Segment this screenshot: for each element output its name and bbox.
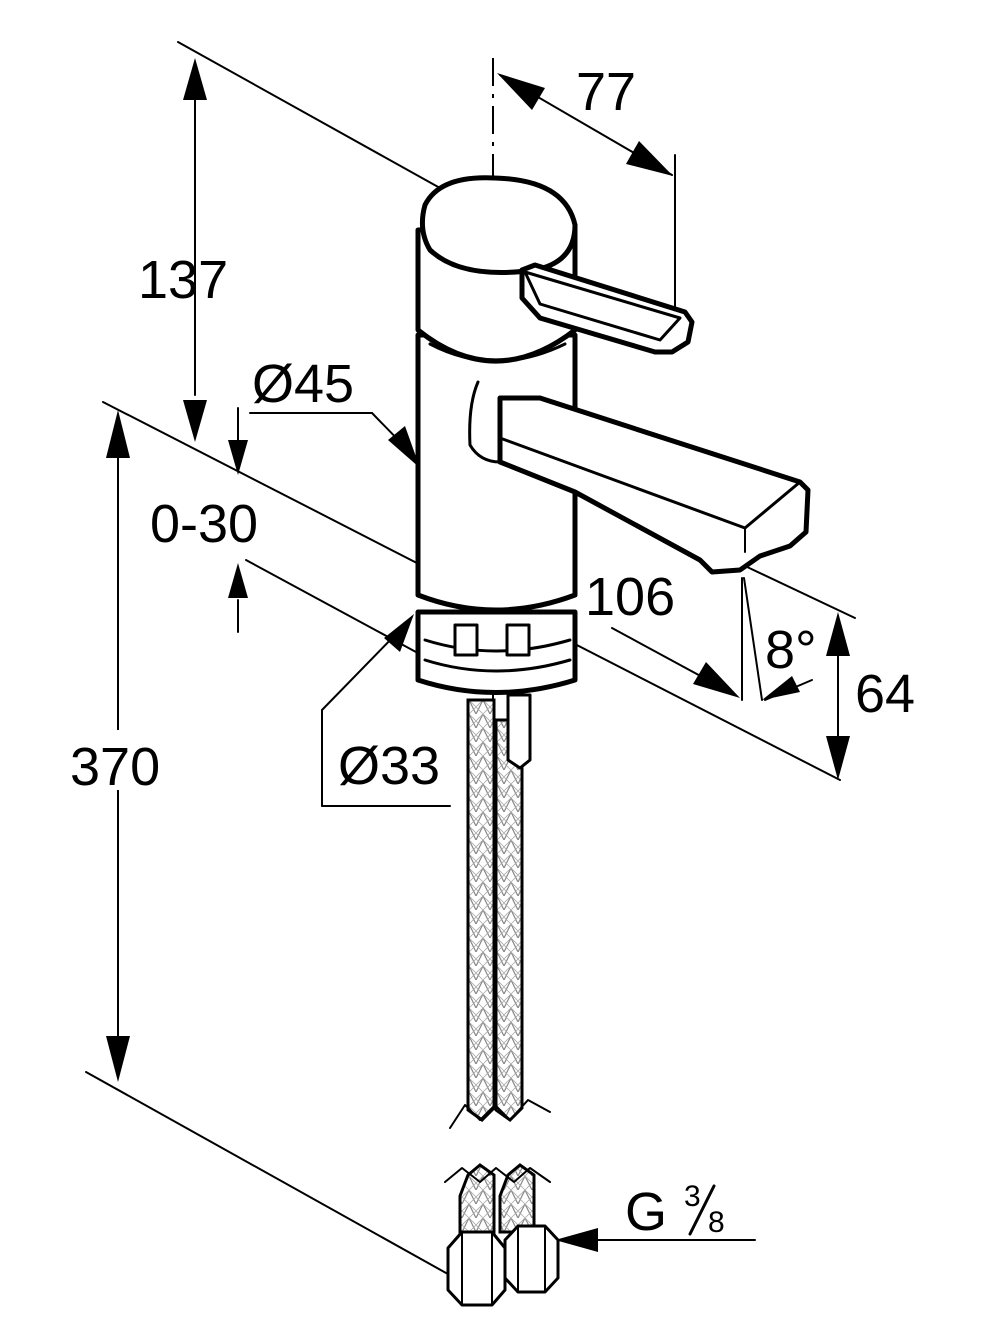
dim-spout-angle: 8° [741, 577, 817, 701]
dim-label-thread-den: 8 [708, 1206, 725, 1239]
braided-hose-icon [444, 698, 551, 1234]
dim-label-77: 77 [576, 62, 636, 122]
dim-spout-height: 64 [826, 612, 915, 780]
dim-label-0-30: 0-30 [150, 494, 258, 554]
hex-nut-icon [446, 1224, 560, 1307]
dim-label-o45: Ø45 [252, 354, 354, 414]
dim-label-137: 137 [138, 250, 228, 310]
dim-connection-thread: G 3 8 [555, 1180, 756, 1252]
dim-deck-thickness: 0-30 [150, 407, 258, 633]
dim-label-106: 106 [585, 567, 675, 627]
dim-body-diameter: Ø45 [249, 354, 420, 468]
dim-tap-height: 137 [138, 58, 228, 442]
pop-up-connector [506, 693, 532, 770]
dim-label-8deg: 8° [765, 620, 817, 680]
dim-total-height: 370 [70, 410, 170, 1082]
dim-label-o33: Ø33 [338, 736, 440, 796]
dim-lever-reach: 77 [497, 62, 676, 319]
dim-label-g: G [625, 1182, 667, 1242]
mixer-tap-icon [415, 175, 811, 695]
dim-label-64: 64 [855, 664, 915, 724]
dim-label-thread-num: 3 [684, 1180, 701, 1213]
dim-base-diameter: Ø33 [321, 614, 451, 807]
dim-label-370: 370 [70, 737, 160, 797]
